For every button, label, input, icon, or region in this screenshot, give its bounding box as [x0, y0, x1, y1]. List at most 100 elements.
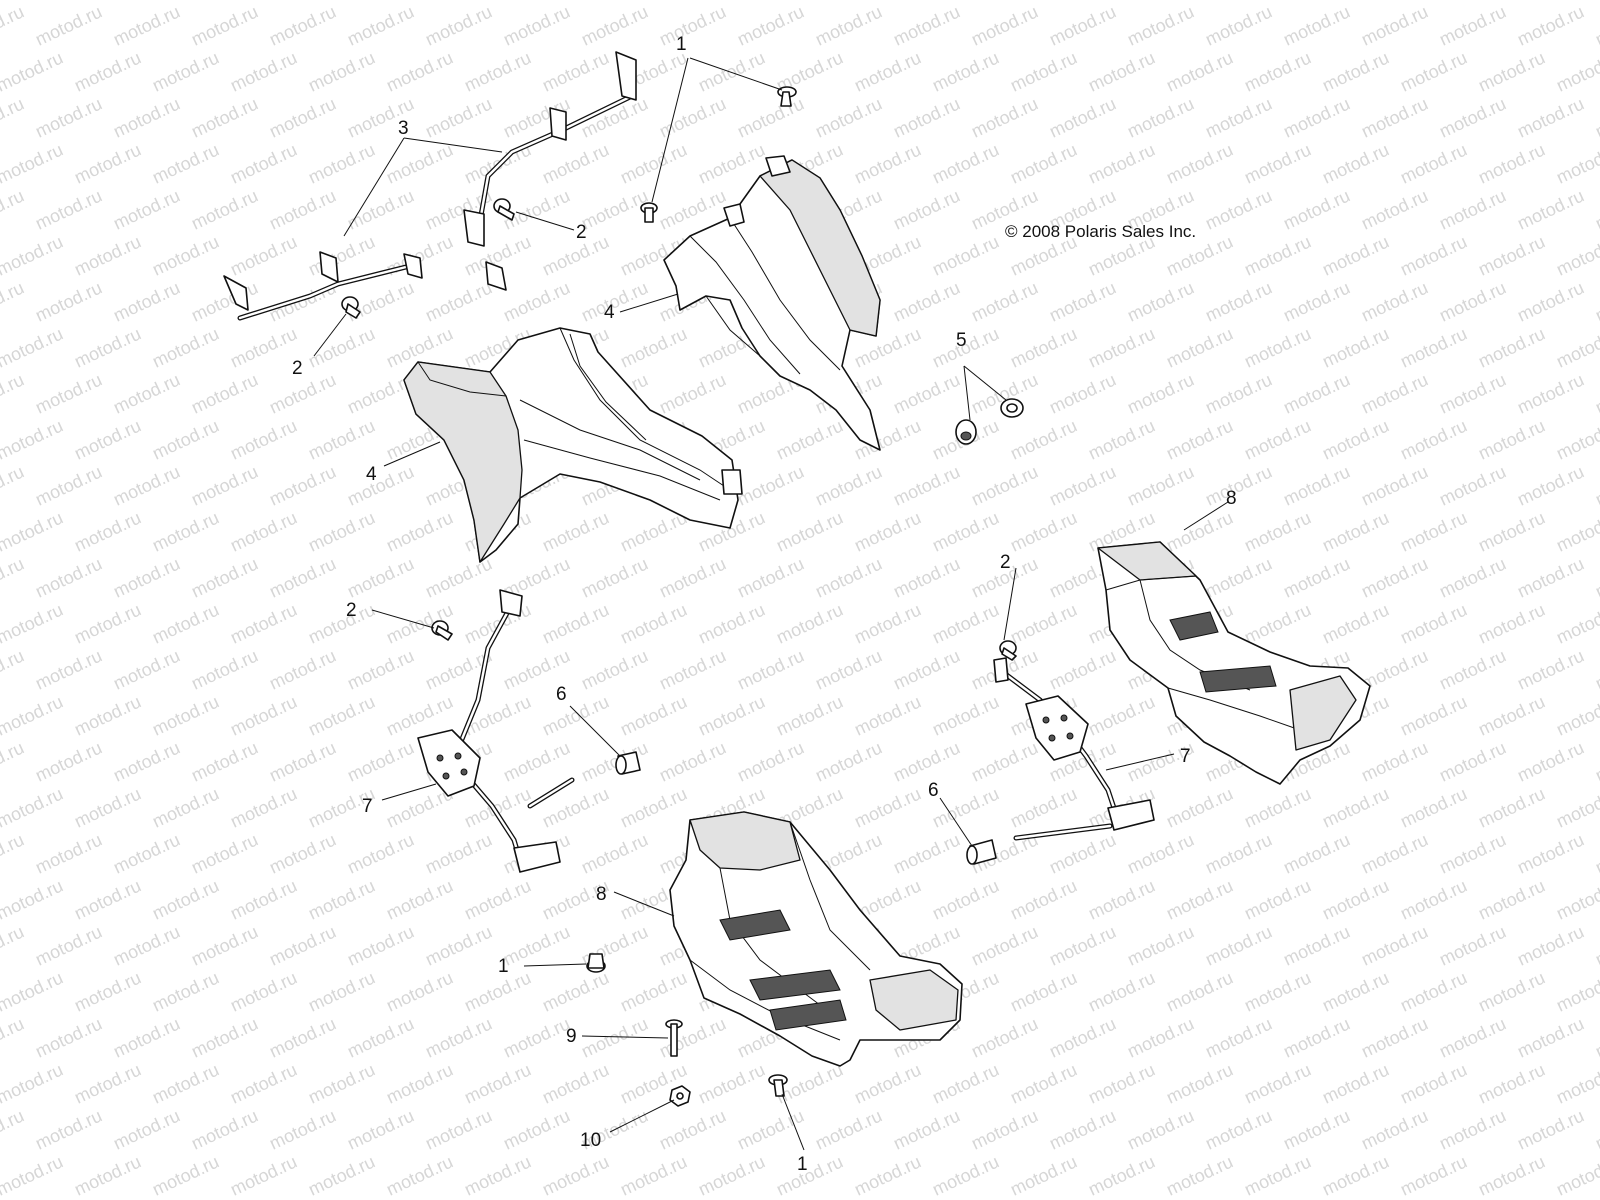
watermark-text: motod.ru	[1358, 461, 1431, 509]
watermark-text: motod.ru	[929, 1151, 1002, 1199]
watermark-text: motod.ru	[1241, 415, 1314, 463]
watermark-text: motod.ru	[305, 599, 378, 647]
watermark-text: motod.ru	[422, 1013, 495, 1061]
watermark-text: motod.ru	[422, 829, 495, 877]
watermark-text: motod.ru	[1358, 829, 1431, 877]
watermark-text: motod.ru	[1436, 553, 1509, 601]
watermark-text: motod.ru	[1358, 185, 1431, 233]
watermark-text: motod.ru	[1358, 921, 1431, 969]
watermark-text: motod.ru	[1124, 1013, 1197, 1061]
watermark-text: motod.ru	[1280, 369, 1353, 417]
push-rivet-icon	[768, 1074, 788, 1097]
watermark-text: motod.ru	[266, 277, 339, 325]
watermark-text: motod.ru	[1241, 783, 1314, 831]
watermark-text: motod.ru	[1046, 1, 1119, 49]
watermark-text: motod.ru	[227, 415, 300, 463]
watermark-text: motod.ru	[1280, 185, 1353, 233]
watermark-text: motod.ru	[1319, 415, 1392, 463]
watermark-text: motod.ru	[1202, 1, 1275, 49]
push-rivet-icon	[640, 202, 658, 223]
watermark-text: motod.ru	[734, 1, 807, 49]
watermark-text: motod.ru	[1553, 691, 1600, 739]
watermark-text: motod.ru	[0, 1013, 27, 1061]
watermark-text: motod.ru	[539, 1151, 612, 1199]
watermark-text: motod.ru	[1397, 139, 1470, 187]
watermark-text: motod.ru	[968, 921, 1041, 969]
watermark-text: motod.ru	[968, 1105, 1041, 1153]
watermark-text: motod.ru	[188, 645, 261, 693]
watermark-text: motod.ru	[1592, 277, 1600, 325]
watermark-text: motod.ru	[695, 1059, 768, 1107]
watermark-text: motod.ru	[344, 829, 417, 877]
bolt-icon	[341, 296, 361, 319]
watermark-text: motod.ru	[1436, 277, 1509, 325]
watermark-text: motod.ru	[0, 691, 66, 739]
watermark-text: motod.ru	[1202, 553, 1275, 601]
watermark-text: motod.ru	[968, 1013, 1041, 1061]
watermark-text: motod.ru	[1553, 231, 1600, 279]
watermark-text: motod.ru	[1319, 1059, 1392, 1107]
watermark-text: motod.ru	[1202, 461, 1275, 509]
watermark-text: motod.ru	[1553, 783, 1600, 831]
watermark-text: motod.ru	[1007, 507, 1080, 555]
watermark-text: motod.ru	[851, 691, 924, 739]
watermark-text: motod.ru	[1397, 231, 1470, 279]
watermark-text: motod.ru	[32, 461, 105, 509]
watermark-text: motod.ru	[695, 599, 768, 647]
watermark-text: motod.ru	[929, 507, 1002, 555]
bolt-icon	[999, 640, 1017, 661]
watermark-text: motod.ru	[1163, 507, 1236, 555]
callout-label: 6	[928, 780, 939, 801]
watermark-text: motod.ru	[0, 829, 27, 877]
watermark-text: motod.ru	[929, 875, 1002, 923]
callout-label: 8	[596, 884, 607, 905]
watermark-text: motod.ru	[1475, 1059, 1548, 1107]
watermark-text: motod.ru	[968, 277, 1041, 325]
watermark-text: motod.ru	[1514, 1105, 1587, 1153]
watermark-text: motod.ru	[0, 185, 27, 233]
part-4-left-shield	[403, 261, 743, 563]
watermark-text: motod.ru	[0, 461, 27, 509]
watermark-text: motod.ru	[500, 1, 573, 49]
watermark-text: motod.ru	[188, 185, 261, 233]
watermark-text: motod.ru	[0, 139, 66, 187]
watermark-text: motod.ru	[1124, 93, 1197, 141]
watermark-text: motod.ru	[149, 139, 222, 187]
watermark-text: motod.ru	[1553, 599, 1600, 647]
watermark-text: motod.ru	[773, 1151, 846, 1199]
watermark-text: motod.ru	[1592, 737, 1600, 785]
watermark-text: motod.ru	[0, 93, 27, 141]
watermark-text: motod.ru	[227, 691, 300, 739]
watermark-text: motod.ru	[0, 47, 66, 95]
watermark-text: motod.ru	[1085, 967, 1158, 1015]
watermark-text: motod.ru	[1085, 0, 1158, 4]
watermark-text: motod.ru	[0, 1151, 66, 1199]
watermark-text: motod.ru	[1475, 0, 1548, 4]
watermark-text: motod.ru	[890, 277, 963, 325]
watermark-text: motod.ru	[1397, 415, 1470, 463]
watermark-text: motod.ru	[1319, 599, 1392, 647]
callout-label: 1	[797, 1154, 808, 1175]
watermark-text: motod.ru	[734, 553, 807, 601]
watermark-text: motod.ru	[383, 1059, 456, 1107]
watermark-text: motod.ru	[1085, 691, 1158, 739]
watermark-text: motod.ru	[695, 47, 768, 95]
watermark-text: motod.ru	[1202, 921, 1275, 969]
watermark-text: motod.ru	[0, 645, 27, 693]
watermark-text: motod.ru	[812, 553, 885, 601]
watermark-text: motod.ru	[227, 507, 300, 555]
watermark-text: motod.ru	[617, 139, 690, 187]
watermark-text: motod.ru	[305, 231, 378, 279]
watermark-text: motod.ru	[32, 737, 105, 785]
watermark-text: motod.ru	[422, 921, 495, 969]
watermark-text: motod.ru	[1163, 0, 1236, 4]
watermark-text: motod.ru	[188, 829, 261, 877]
watermark-text: motod.ru	[1397, 875, 1470, 923]
watermark-text: motod.ru	[1163, 323, 1236, 371]
watermark-text: motod.ru	[1007, 139, 1080, 187]
part-8-right-footwell	[1097, 541, 1371, 785]
watermark-text: motod.ru	[188, 737, 261, 785]
watermark-text: motod.ru	[1319, 875, 1392, 923]
watermark-text: motod.ru	[71, 1059, 144, 1107]
watermark-text: motod.ru	[266, 737, 339, 785]
